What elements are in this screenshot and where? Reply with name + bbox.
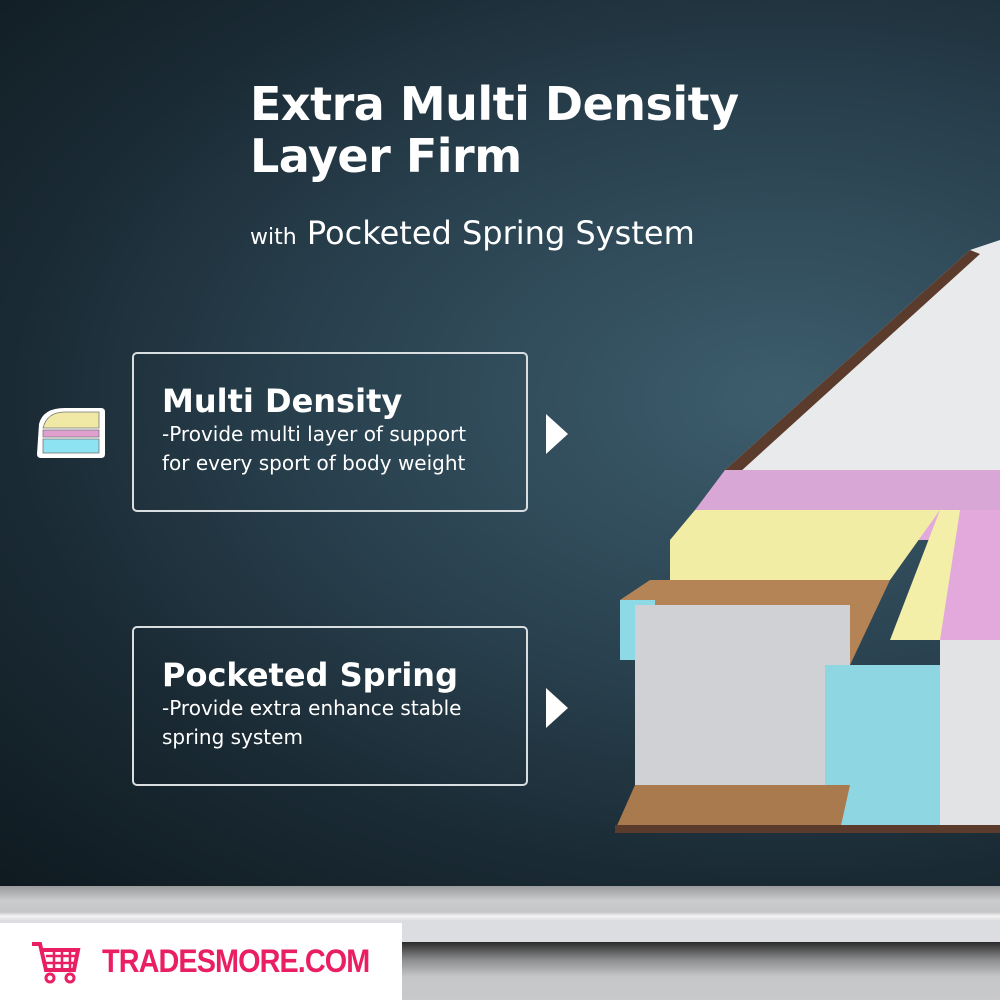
feature-desc-line2: for every sport of body weight [162, 451, 466, 475]
headline-line1: Extra Multi Density [250, 77, 739, 131]
headline-line2: Layer Firm [250, 129, 522, 183]
feature-title: Multi Density [162, 382, 403, 420]
arrow-right-icon [546, 414, 568, 454]
feature-desc-line2: spring system [162, 725, 303, 749]
feature-card-multi-density: Multi Density -Provide multi layer of su… [132, 352, 528, 512]
mattress-cutaway-image [615, 240, 1000, 833]
brand-name: TRADESMORE.COM [102, 943, 370, 979]
subheadline: with Pocketed Spring System [250, 214, 695, 252]
headline: Extra Multi Density Layer Firm [250, 78, 739, 182]
feature-card-pocketed-spring: Pocketed Spring -Provide extra enhance s… [132, 626, 528, 786]
feature-desc-line1: -Provide extra enhance stable [162, 696, 462, 720]
arrow-right-icon [546, 688, 568, 728]
sub-prefix: with [250, 225, 297, 250]
layer-stack-icon [37, 408, 105, 458]
shopping-cart-icon [32, 941, 81, 983]
brand-logo[interactable]: TRADESMORE.COM [0, 923, 402, 1000]
feature-desc-line1: -Provide multi layer of support [162, 422, 467, 446]
sub-main: Pocketed Spring System [306, 214, 695, 252]
feature-title: Pocketed Spring [162, 656, 458, 694]
